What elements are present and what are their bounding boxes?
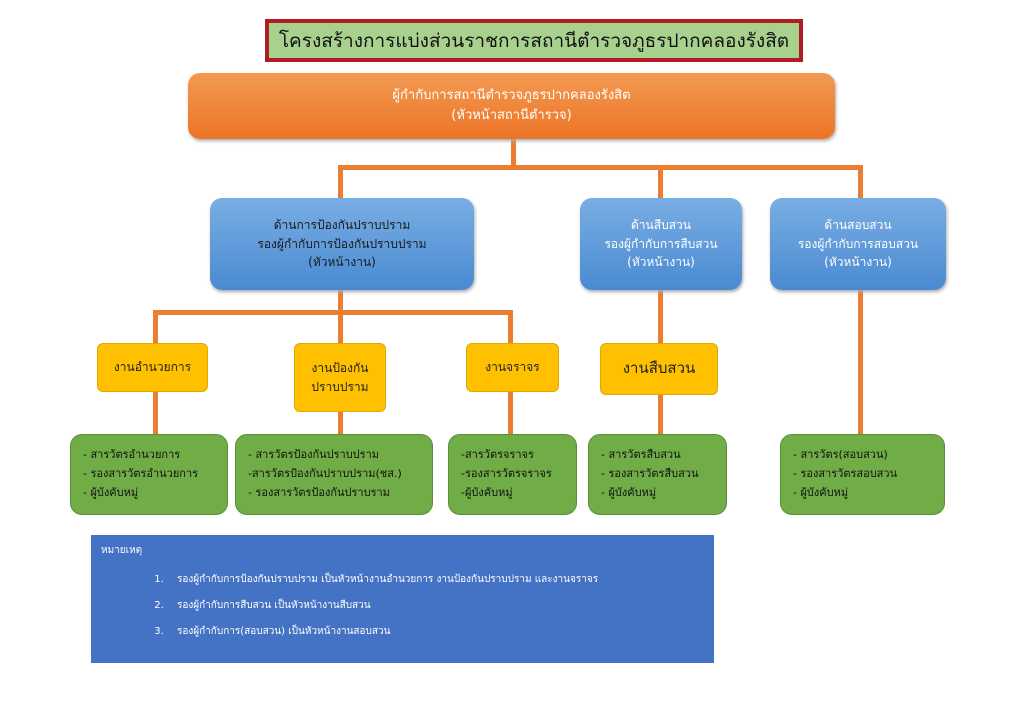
staff-item: - รองสารวัตรอำนวยการ <box>83 467 199 481</box>
head-box: ผู้กำกับการสถานีตำรวจภูธรปากคลองรังสิต (… <box>188 73 835 139</box>
note-item: รองผู้กำกับการป้องกันปราบปราม เป็นหัวหน้… <box>167 572 704 587</box>
staff-item: -ผู้บังคับหมู่ <box>461 485 513 499</box>
staff-item: - ผู้บังคับหมู่ <box>601 485 657 499</box>
note-heading: หมายเหตุ <box>101 545 143 556</box>
staff-item: -สารวัตรป้องกันปราบปราม(ชส.) <box>248 467 402 481</box>
deputy-line2: รองผู้กำกับการป้องกันปราบปราม <box>257 236 427 251</box>
deputy-prevention-box: ด้านการป้องกันปราบปราม รองผู้กำกับการป้อ… <box>210 198 474 290</box>
unit-line2: ปราบปราม <box>311 379 369 394</box>
connector <box>153 392 158 434</box>
unit-admin-box: งานอำนวยการ <box>97 343 208 392</box>
unit-label: งานสืบสวน <box>622 359 696 378</box>
connector <box>338 290 343 314</box>
connector <box>858 165 863 198</box>
deputy-line1: ด้านสืบสวน <box>631 218 691 233</box>
staff-item: - รองสารวัตรสืบสวน <box>601 467 699 481</box>
staff-item: - สารวัตรป้องกันปราบปราม <box>248 448 380 462</box>
connector <box>658 165 663 198</box>
note-box: หมายเหตุ รองผู้กำกับการป้องกันปราบปราม เ… <box>91 535 714 663</box>
staff-item: - สารวัตร(สอบสวน) <box>793 448 888 462</box>
connector <box>858 290 863 434</box>
unit-investigation-box: งานสืบสวน <box>600 343 718 395</box>
staff-item: - สารวัตรสืบสวน <box>601 448 681 462</box>
unit-label: งานอำนวยการ <box>113 360 192 375</box>
unit-traffic-box: งานจราจร <box>466 343 559 392</box>
connector <box>338 310 343 343</box>
staff-item: -รองสารวัตรจราจร <box>461 467 552 481</box>
deputy-investigation-box: ด้านสืบสวน รองผู้กำกับการสืบสวน (หัวหน้า… <box>580 198 742 290</box>
head-line1: ผู้กำกับการสถานีตำรวจภูธรปากคลองรังสิต <box>392 87 631 103</box>
connector <box>153 310 513 315</box>
staff-box-prevention: - สารวัตรป้องกันปราบปราม -สารวัตรป้องกันป… <box>235 434 433 515</box>
connector <box>508 310 513 343</box>
connector <box>508 392 513 434</box>
staff-item: - รองสารวัตรสอบสวน <box>793 467 898 481</box>
staff-item: - รองสารวัตรป้องกันปราบราม <box>248 485 390 499</box>
staff-box-traffic: -สารวัตรจราจร -รองสารวัตรจราจร -ผู้บังคับห… <box>448 434 577 515</box>
unit-label: งานจราจร <box>485 360 540 375</box>
staff-box-admin: - สารวัตรอำนวยการ - รองสารวัตรอำนวยการ - ผ… <box>70 434 228 515</box>
deputy-inquiry-box: ด้านสอบสวน รองผู้กำกับการสอบสวน (หัวหน้า… <box>770 198 946 290</box>
connector <box>338 165 863 170</box>
head-line2: (หัวหน้าสถานีตำรวจ) <box>451 108 572 123</box>
staff-box-investigation: - สารวัตรสืบสวน - รองสารวัตรสืบสวน - ผู้บั… <box>588 434 727 515</box>
staff-item: -สารวัตรจราจร <box>461 448 534 462</box>
deputy-line3: (หัวหน้างาน) <box>627 255 695 270</box>
staff-box-inquiry: - สารวัตร(สอบสวน) - รองสารวัตรสอบสวน - ผู้… <box>780 434 945 515</box>
connector <box>338 412 343 434</box>
connector <box>338 165 343 198</box>
deputy-line1: ด้านสอบสวน <box>824 218 892 233</box>
connector <box>658 395 663 434</box>
unit-line1: งานป้องกัน <box>311 360 369 375</box>
chart-title: โครงสร้างการแบ่งส่วนราชการสถานีตำรวจภูธร… <box>265 19 803 62</box>
deputy-line1: ด้านการป้องกันปราบปราม <box>273 218 411 233</box>
connector <box>658 290 663 343</box>
unit-prevention-box: งานป้องกัน ปราบปราม <box>294 343 386 412</box>
title-text: โครงสร้างการแบ่งส่วนราชการสถานีตำรวจภูธร… <box>278 29 790 52</box>
connector <box>511 139 516 169</box>
staff-item: - ผู้บังคับหมู่ <box>793 485 849 499</box>
staff-item: - สารวัตรอำนวยการ <box>83 448 181 462</box>
note-item: รองผู้กำกับการ(สอบสวน) เป็นหัวหน้างานสอบ… <box>167 624 704 639</box>
deputy-line2: รองผู้กำกับการสืบสวน <box>604 236 718 251</box>
staff-item: - ผู้บังคับหมู่ <box>83 485 139 499</box>
note-item: รองผู้กำกับการสืบสวน เป็นหัวหน้างานสืบสว… <box>167 598 704 613</box>
deputy-line2: รองผู้กำกับการสอบสวน <box>797 236 919 251</box>
connector <box>153 310 158 343</box>
deputy-line3: (หัวหน้างาน) <box>308 255 376 270</box>
deputy-line3: (หัวหน้างาน) <box>824 255 892 270</box>
